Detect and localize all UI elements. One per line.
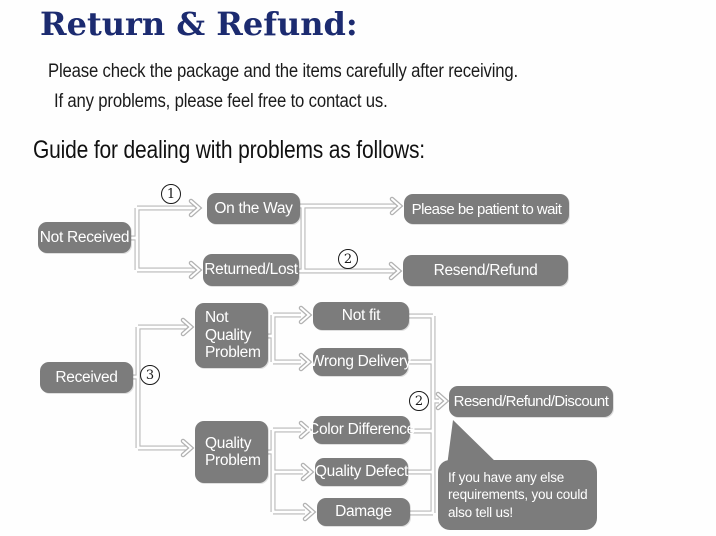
step-marker-3: 3	[140, 365, 160, 385]
node-quality-problem: Quality Problem	[195, 421, 268, 483]
speech-bubble: If you have any else requirements, you c…	[438, 460, 597, 530]
node-line: Quality	[205, 434, 252, 452]
node-quality-defect: Quality Defect	[315, 458, 408, 486]
node-line: Quality	[205, 326, 252, 344]
node-line: Problem	[205, 452, 261, 469]
node-resend-refund-discount: Resend/Refund/Discount	[449, 386, 613, 417]
node-on-the-way: On the Way	[207, 193, 300, 224]
guide-heading: Guide for dealing with problems as follo…	[33, 136, 425, 164]
node-received: Received	[40, 362, 133, 393]
node-damage: Damage	[317, 498, 410, 526]
node-color-difference: Color Difference	[308, 416, 415, 444]
speech-bubble-tail	[447, 420, 500, 466]
node-line: Problem	[205, 344, 261, 362]
node-please-be-patient: Please be patient to wait	[404, 194, 569, 224]
node-not-quality-problem: Not Quality Problem	[195, 303, 268, 368]
node-not-fit: Not fit	[313, 302, 409, 330]
intro-line-2: If any problems, please feel free to con…	[54, 91, 388, 112]
bubble-line: If you have any else	[448, 469, 565, 485]
node-line: Not	[205, 309, 229, 327]
node-wrong-delivery: Wrong Delivery	[310, 348, 412, 376]
bubble-line: also tell us!	[448, 504, 513, 520]
node-returned-lost: Returned/Lost	[203, 254, 299, 286]
page-title: Return & Refund:	[40, 5, 358, 43]
step-marker-2-bottom: 2	[409, 391, 429, 411]
node-resend-refund: Resend/Refund	[403, 255, 568, 286]
intro-line-1: Please check the package and the items c…	[48, 61, 518, 82]
step-marker-2-top: 2	[338, 249, 358, 269]
bubble-line: requirements, you could	[448, 487, 588, 503]
step-marker-1: 1	[161, 184, 181, 204]
node-not-received: Not Received	[38, 222, 131, 253]
